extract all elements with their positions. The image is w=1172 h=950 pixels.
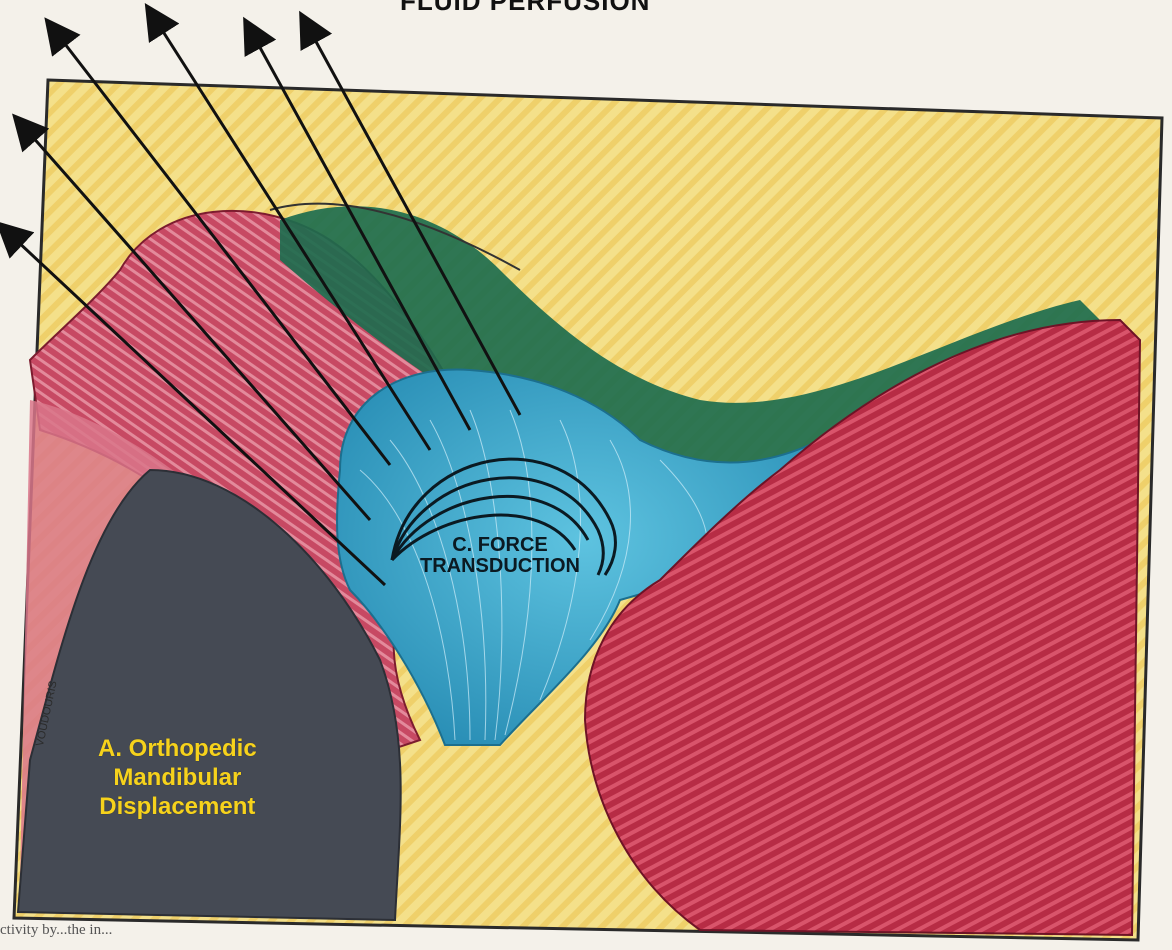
orthopedic-label-line2: Mandibular [98, 764, 257, 793]
orthopedic-label-line1: A. Orthopedic [98, 735, 257, 764]
orthopedic-label: A. Orthopedic Mandibular Displacement [98, 735, 257, 821]
force-label-line2: TRANSDUCTION [420, 556, 580, 577]
page-caption: ctivity by...the in... [0, 922, 112, 939]
force-transduction-label: C. FORCE TRANSDUCTION [420, 535, 580, 577]
force-label-line1: C. FORCE [420, 535, 580, 556]
figure-heading: FLUID PERFUSION [400, 0, 650, 17]
orthopedic-label-line3: Displacement [98, 793, 257, 822]
